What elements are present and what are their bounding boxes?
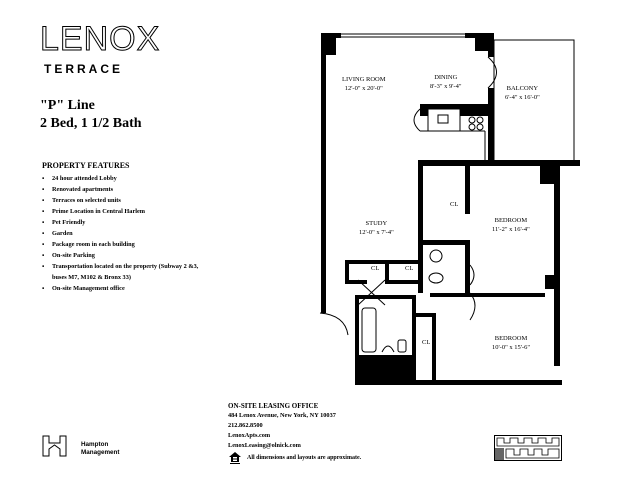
terrace-logo-text: TERRACE — [44, 62, 124, 76]
closet-label: CL — [371, 265, 380, 272]
office-phone: 212.862.8500 — [228, 422, 263, 429]
feature-item: Prime Location in Central Harlem — [42, 206, 202, 217]
feature-item: Garden — [42, 228, 202, 239]
features-title: PROPERTY FEATURES — [42, 161, 130, 170]
room-dining: DINING 8'-3" x 9'-4" — [430, 74, 462, 90]
feature-item: Transportation located on the property (… — [42, 261, 202, 283]
closet-label: CL — [450, 201, 459, 208]
disclaimer: All dimensions and layouts are approxima… — [247, 455, 362, 461]
room-bedroom-1: BEDROOM 11'-2" x 16'-4" — [492, 217, 530, 233]
office-address: 484 Lenox Avenue, New York, NY 10037 — [228, 412, 336, 419]
feature-item: Package room in each building — [42, 239, 202, 250]
feature-item: On-site Parking — [42, 250, 202, 261]
building-key-plan — [494, 435, 562, 461]
feature-item: Terraces on selected units — [42, 195, 202, 206]
office-email[interactable]: LenoxLeasing@olnick.com — [228, 442, 301, 449]
closet-label: CL — [405, 265, 414, 272]
room-bedroom-2: BEDROOM 10'-0" x 15'-6" — [492, 335, 530, 351]
office-title: ON-SITE LEASING OFFICE — [228, 402, 319, 410]
feature-item: On-site Management office — [42, 283, 202, 294]
closet-label: CL — [422, 339, 431, 346]
room-study: STUDY 12'-0" x 7'-4" — [359, 220, 394, 236]
feature-item: Pet Friendly — [42, 217, 202, 228]
floor-plan — [319, 33, 580, 385]
room-living: LIVING ROOM 12'-0" x 20'-0" — [342, 76, 386, 92]
leasing-office: ON-SITE LEASING OFFICE 484 Lenox Avenue,… — [228, 401, 336, 451]
lenox-logo: LENOX — [39, 20, 161, 58]
unit-layout: 2 Bed, 1 1/2 Bath — [40, 116, 142, 131]
hampton-logo-icon — [42, 435, 67, 457]
equal-housing-icon — [229, 452, 241, 464]
room-balcony: BALCONY 6'-4" x 16'-0" — [505, 85, 540, 101]
feature-item: Renovated apartments — [42, 184, 202, 195]
hampton-management: Hampton Management — [81, 441, 120, 456]
feature-item: 24 hour attended Lobby — [42, 173, 202, 184]
features-list: 24 hour attended Lobby Renovated apartme… — [42, 173, 202, 294]
office-website[interactable]: LenoxApts.com — [228, 432, 271, 439]
unit-line: "P" Line — [40, 98, 95, 113]
